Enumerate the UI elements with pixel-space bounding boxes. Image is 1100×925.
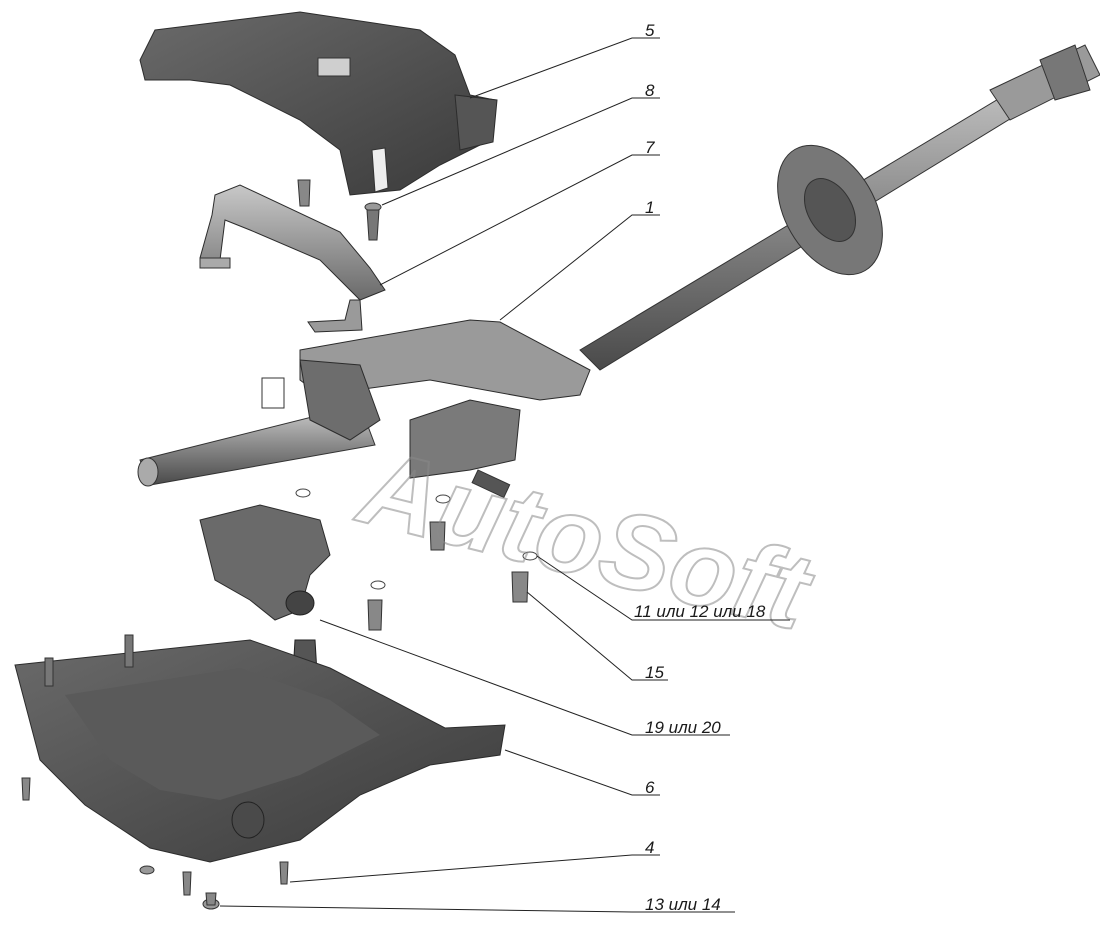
bracket-7-part bbox=[199, 184, 386, 333]
callout-5: 5 bbox=[645, 21, 655, 40]
upper-shroud-part bbox=[139, 11, 498, 196]
callout-6: 6 bbox=[645, 778, 655, 797]
callout-13-14: 13 или 14 bbox=[645, 895, 721, 914]
steering-column-part bbox=[137, 319, 591, 499]
screw-small-parts bbox=[21, 777, 289, 910]
callout-19-20: 19 или 20 bbox=[645, 718, 721, 737]
lower-shroud-part bbox=[14, 634, 506, 863]
washer-bolt-parts bbox=[295, 488, 538, 631]
callout-4: 4 bbox=[645, 838, 654, 857]
callout-1: 1 bbox=[645, 198, 654, 217]
callout-15: 15 bbox=[645, 663, 664, 682]
callout-11-12-18: 11 или 12 или 18 bbox=[634, 602, 766, 621]
callout-8: 8 bbox=[645, 81, 655, 100]
leader-lines bbox=[219, 37, 790, 913]
screw-8-part bbox=[297, 179, 382, 241]
intermediate-shaft-part bbox=[579, 44, 1100, 371]
callout-7: 7 bbox=[645, 138, 655, 157]
